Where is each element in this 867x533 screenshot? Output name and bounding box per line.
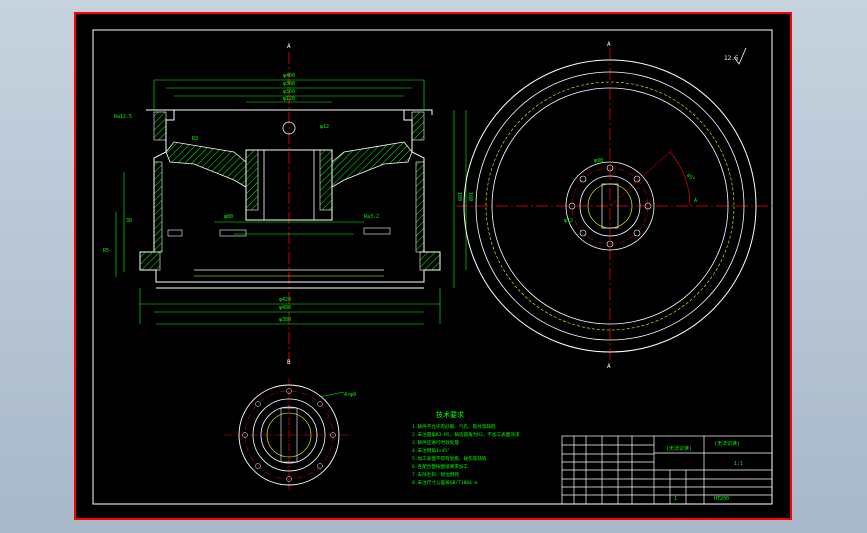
hub-top-hole [282, 121, 296, 135]
hatch-right-rim [411, 111, 425, 141]
svg-text:160: 160 [467, 192, 473, 201]
svg-text:R3: R3 [192, 136, 198, 142]
svg-text:45°: 45° [685, 173, 696, 183]
note-line-2: 2.未注圆角R3-R5，铸造圆角为R2，不加工表面涂漆 [412, 431, 520, 438]
cad-drawing: φ400 φ380 φ360 φ120 φ420 φ400 φ380 180 1… [74, 12, 792, 520]
hatch-hub-right [319, 149, 333, 211]
svg-text:φ80: φ80 [224, 214, 233, 220]
bottom-label: A [607, 363, 611, 370]
section-marker-b: B [287, 359, 291, 366]
svg-text:Ra12.5: Ra12.5 [114, 114, 132, 120]
note-line-4: 4.未注倒角1×45° [412, 447, 450, 454]
dimension-lines [115, 79, 467, 325]
note-line-1: 1.铸件不允许有砂眼、气孔、裂纹等缺陷 [412, 423, 496, 430]
svg-text:30: 30 [126, 218, 132, 224]
sheet-border-outer [74, 12, 792, 520]
svg-text:φ420: φ420 [279, 297, 291, 303]
svg-text:φ90: φ90 [594, 158, 603, 164]
note-line-7: 7.去除毛刺、锐边倒钝 [412, 471, 459, 478]
title-block-scale: 1:1 [734, 461, 743, 467]
hub-bolt-circle [571, 167, 649, 245]
svg-text:φ380: φ380 [279, 317, 291, 323]
hatch-left-wall [153, 161, 163, 253]
svg-text:R5: R5 [103, 248, 109, 254]
hub-bore [263, 149, 315, 221]
drawing-sheet[interactable]: φ400 φ380 φ360 φ120 φ420 φ400 φ380 180 1… [74, 12, 792, 520]
hub-outer [565, 161, 655, 251]
hub-inner [579, 175, 641, 237]
hatch-hub-left [245, 149, 259, 211]
svg-text:180: 180 [456, 192, 462, 201]
rim-4 [491, 87, 729, 325]
svg-text:φ12: φ12 [564, 218, 573, 224]
svg-text:φ360: φ360 [283, 89, 295, 95]
hatch-left-foot [139, 251, 161, 271]
top-view: φ90 45° A φ12 12.5 A A [456, 41, 774, 370]
section-marker-a: A [287, 43, 291, 50]
roughness-symbol [733, 47, 747, 65]
svg-text:φ12: φ12 [320, 124, 329, 130]
svg-text:A: A [694, 198, 697, 204]
sheet-border-inner [92, 29, 773, 505]
hatch-right-wall [415, 161, 425, 253]
hub-bolt-holes [568, 164, 652, 248]
rim-3 [485, 81, 735, 331]
outer-rim [463, 59, 757, 353]
svg-text:4×φ9: 4×φ9 [344, 392, 356, 398]
title-block-material: HT200 [714, 496, 729, 502]
roughness-value: 12.5 [724, 55, 739, 62]
note-line-6: 6.各配合面按图纸要求加工 [412, 463, 468, 470]
note-line-5: 5.加工表面不得有划痕、碰伤等缺陷 [412, 455, 487, 462]
detail-view: 4×φ9 [224, 378, 356, 490]
svg-text:φ380: φ380 [283, 81, 295, 87]
title-block-drawing-no: (无法识读) [714, 440, 740, 447]
title-block-part-name: (无法识读) [666, 445, 692, 452]
housing-outline [139, 109, 441, 283]
title-block [561, 435, 773, 505]
note-line-8: 8.未注尺寸公差按GB/T1804-m [412, 479, 478, 486]
notes-title: 技术要求 [436, 410, 464, 419]
svg-text:φ400: φ400 [279, 305, 291, 311]
hatch-right-web [331, 141, 413, 188]
section-view: φ400 φ380 φ360 φ120 φ420 φ400 φ380 180 1… [103, 52, 473, 362]
hatch-right-foot [419, 251, 441, 271]
angle-dimension [669, 151, 691, 207]
svg-text:Ra3.2: Ra3.2 [364, 214, 379, 220]
svg-text:φ400: φ400 [283, 73, 295, 79]
hatch-left-web [165, 141, 247, 188]
title-block-qty: 1 [674, 496, 677, 502]
hatch-left-rim [153, 111, 167, 141]
leader-boxes [167, 227, 391, 237]
technical-notes: 技术要求 1.铸件不允许有砂眼、气孔、裂纹等缺陷 2.未注圆角R3-R5，铸造圆… [412, 410, 520, 486]
top-label: A [607, 41, 611, 48]
dimension-texts: φ400 φ380 φ360 φ120 φ420 φ400 φ380 180 1… [103, 73, 473, 323]
rim-2 [475, 71, 745, 341]
svg-text:φ120: φ120 [283, 96, 295, 102]
note-line-3: 3.铸件应进行时效处理 [412, 439, 459, 446]
keyway [601, 183, 619, 229]
